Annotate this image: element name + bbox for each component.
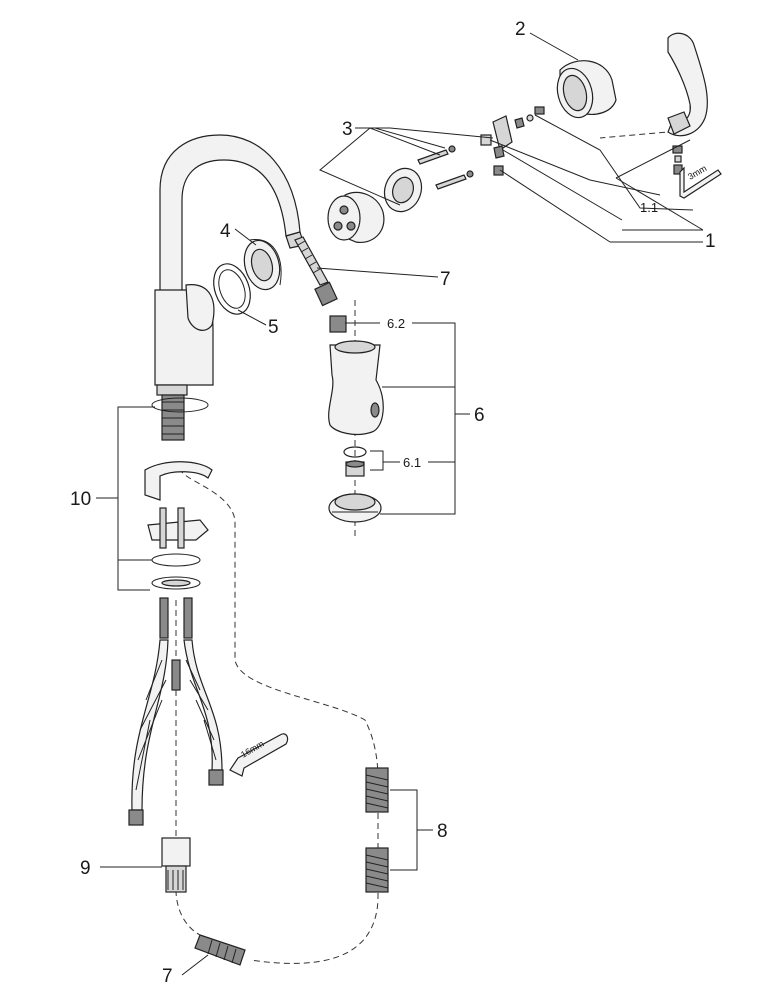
wrench-tool: 16mm xyxy=(229,733,289,777)
label-1: 1 xyxy=(705,231,716,252)
label-7-hose: 7 xyxy=(440,269,451,290)
leader-lines xyxy=(96,32,704,976)
supply-hoses xyxy=(128,597,224,826)
label-1-1: 1.1 xyxy=(640,200,658,215)
hose-spring-upper xyxy=(365,767,389,813)
lever-screw-set xyxy=(672,145,683,175)
faucet-base-ring xyxy=(156,384,188,396)
quick-connector xyxy=(161,837,191,893)
label-3: 3 xyxy=(342,119,353,140)
label-4: 4 xyxy=(220,221,231,242)
threaded-shank xyxy=(151,394,209,441)
label-2: 2 xyxy=(515,19,526,40)
cartridge-flange xyxy=(383,167,423,213)
faucet-handle-boss xyxy=(185,284,215,331)
nut-part xyxy=(243,239,282,291)
spray-nozzle-ring xyxy=(328,493,382,523)
mounting-bracket xyxy=(147,507,209,590)
cartridge-bolts xyxy=(417,145,474,190)
lever-handle xyxy=(667,32,708,137)
label-6: 6 xyxy=(474,405,485,426)
cap-part xyxy=(556,60,617,119)
adapter-block xyxy=(480,115,513,176)
spray-head-parts xyxy=(328,315,384,523)
spray-connector xyxy=(329,315,347,333)
label-10: 10 xyxy=(70,489,91,510)
hose-weight xyxy=(194,934,246,966)
mounting-hardware xyxy=(144,461,213,590)
label-8: 8 xyxy=(437,821,448,842)
pull-out-hose-section xyxy=(294,236,338,307)
hex-key-tool: 3mm xyxy=(679,163,722,199)
label-6-1: 6.1 xyxy=(403,455,421,470)
label-6-2: 6.2 xyxy=(387,316,405,331)
spray-washer xyxy=(343,446,367,458)
mounting-shim xyxy=(144,461,213,501)
label-9: 9 xyxy=(80,858,91,879)
part-labels: 2 3 1.1 1 4 7 5 6.2 6 6.1 10 8 9 7 xyxy=(70,19,716,987)
small-screws xyxy=(514,106,545,129)
cartridge xyxy=(327,191,385,243)
label-5: 5 xyxy=(268,317,279,338)
label-7-weight: 7 xyxy=(162,966,173,987)
faucet-body xyxy=(154,134,305,396)
o-ring-part xyxy=(213,263,251,315)
hose-spring-lower xyxy=(365,847,389,893)
spray-aerator xyxy=(345,460,365,477)
spray-head xyxy=(328,344,384,436)
hose-routing-dashed-path xyxy=(179,467,379,964)
